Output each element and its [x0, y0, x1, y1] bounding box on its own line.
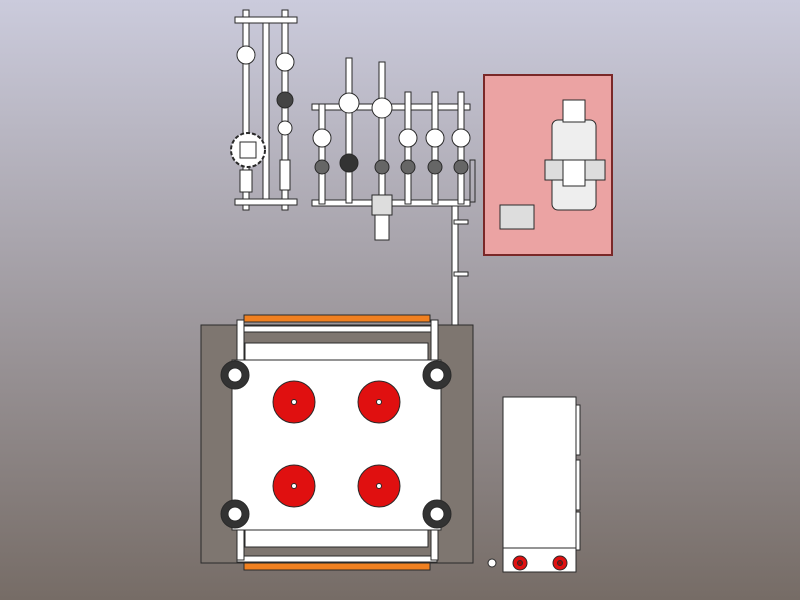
valve-icon — [453, 159, 469, 175]
valve-handwheel-icon — [371, 97, 393, 119]
valve-handwheel-icon — [338, 92, 360, 114]
left-valve-rack — [230, 9, 298, 211]
valve-icon — [314, 159, 330, 175]
gauge-icon — [277, 120, 293, 136]
valve-handwheel-icon — [312, 128, 332, 148]
fitting-icon — [487, 558, 497, 568]
disc-center-hole — [376, 483, 382, 489]
valve-manifold — [311, 57, 476, 241]
valve-handwheel-icon — [236, 45, 256, 65]
valve-handwheel-icon — [275, 52, 295, 72]
valve-icon — [400, 159, 416, 175]
wheel-hub — [227, 506, 243, 522]
valve-handwheel-icon — [398, 128, 418, 148]
valve-icon — [427, 159, 443, 175]
valve-icon — [374, 159, 390, 175]
cabinet — [487, 396, 581, 573]
disc-center-hole — [376, 399, 382, 405]
button-center — [517, 560, 523, 566]
disc-center-hole — [291, 483, 297, 489]
platform-plate — [231, 359, 442, 531]
wheel-hub — [429, 506, 445, 522]
wheel-hub — [429, 367, 445, 383]
valve-icon — [276, 91, 294, 109]
valve-handwheel-icon — [425, 128, 445, 148]
terminal-block-icon — [499, 204, 535, 230]
orange-rail-bottom — [243, 562, 431, 571]
wheel-hub — [227, 367, 243, 383]
platform-frame — [200, 314, 474, 571]
orange-rail-top — [243, 314, 431, 323]
pump-icon — [339, 153, 359, 173]
button-center — [557, 560, 563, 566]
valve-handwheel-icon — [451, 128, 471, 148]
disc-center-hole — [291, 399, 297, 405]
control-panel — [483, 74, 613, 256]
